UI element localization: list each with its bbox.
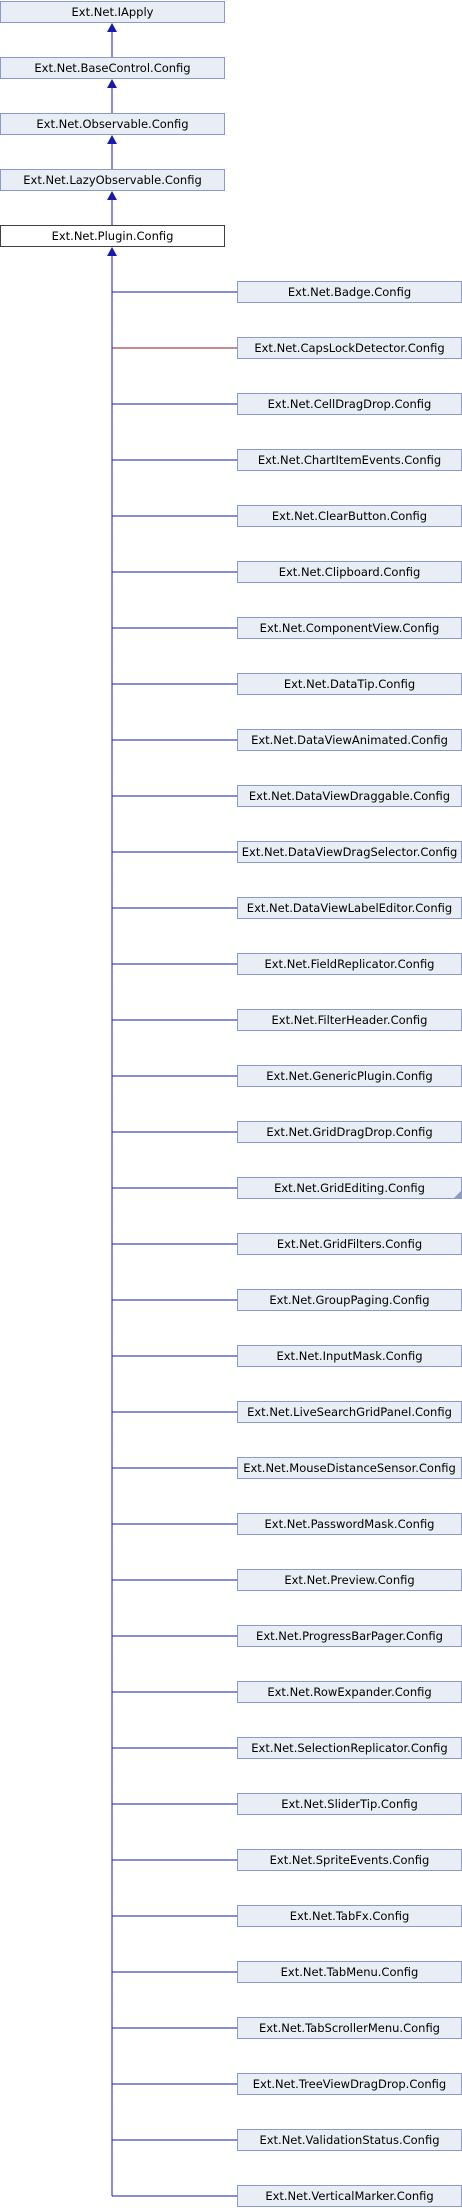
child-node-chart-item-events-config[interactable]: Ext.Net.ChartItemEvents.Config	[237, 449, 462, 471]
node-label: Ext.Net.RowExpander.Config	[267, 1685, 432, 1699]
node-label: Ext.Net.PasswordMask.Config	[264, 1517, 435, 1531]
child-node-data-tip-config[interactable]: Ext.Net.DataTip.Config	[237, 673, 462, 695]
node-label: Ext.Net.ChartItemEvents.Config	[257, 453, 442, 467]
ancestor-node-observable-config[interactable]: Ext.Net.Observable.Config	[0, 113, 225, 135]
child-node-preview-config[interactable]: Ext.Net.Preview.Config	[237, 1569, 462, 1591]
node-label: Ext.Net.DataViewDragSelector.Config	[241, 845, 458, 859]
node-label: Ext.Net.GenericPlugin.Config	[266, 1069, 433, 1083]
child-node-grid-filters-config[interactable]: Ext.Net.GridFilters.Config	[237, 1233, 462, 1255]
child-node-field-replicator-config[interactable]: Ext.Net.FieldReplicator.Config	[237, 953, 462, 975]
child-node-generic-plugin-config[interactable]: Ext.Net.GenericPlugin.Config	[237, 1065, 462, 1087]
node-label: Ext.Net.MouseDistanceSensor.Config	[243, 1461, 456, 1475]
node-label: Ext.Net.SelectionReplicator.Config	[251, 1741, 448, 1755]
child-node-data-view-draggable-config[interactable]: Ext.Net.DataViewDraggable.Config	[237, 785, 462, 807]
child-node-caps-lock-detector-config[interactable]: Ext.Net.CapsLockDetector.Config	[237, 337, 462, 359]
child-node-filter-header-config[interactable]: Ext.Net.FilterHeader.Config	[237, 1009, 462, 1031]
node-label: Ext.Net.TabScrollerMenu.Config	[258, 2021, 440, 2035]
child-node-tab-menu-config[interactable]: Ext.Net.TabMenu.Config	[237, 1961, 462, 1983]
child-node-row-expander-config[interactable]: Ext.Net.RowExpander.Config	[237, 1681, 462, 1703]
node-label: Ext.Net.TabMenu.Config	[280, 1965, 419, 1979]
node-label: Ext.Net.ComponentView.Config	[259, 621, 440, 635]
inheritance-arrowhead-0	[107, 23, 117, 32]
inheritance-arrowhead-1	[107, 79, 117, 88]
node-label: Ext.Net.InputMask.Config	[276, 1349, 423, 1363]
node-label: Ext.Net.DataViewAnimated.Config	[251, 733, 448, 747]
child-node-grid-drag-drop-config[interactable]: Ext.Net.GridDragDrop.Config	[237, 1121, 462, 1143]
node-label: Ext.Net.ProgressBarPager.Config	[256, 1629, 443, 1643]
child-node-clear-button-config[interactable]: Ext.Net.ClearButton.Config	[237, 505, 462, 527]
child-node-sprite-events-config[interactable]: Ext.Net.SpriteEvents.Config	[237, 1849, 462, 1871]
child-node-password-mask-config[interactable]: Ext.Net.PasswordMask.Config	[237, 1513, 462, 1535]
child-node-tab-fx-config[interactable]: Ext.Net.TabFx.Config	[237, 1905, 462, 1927]
node-label: Ext.Net.ClearButton.Config	[271, 509, 428, 523]
child-trunk-arrowhead	[107, 247, 117, 256]
child-node-badge-config[interactable]: Ext.Net.Badge.Config	[237, 281, 462, 303]
current-class-node: Ext.Net.Plugin.Config	[0, 225, 225, 247]
child-node-validation-status-config[interactable]: Ext.Net.ValidationStatus.Config	[237, 2129, 462, 2151]
node-label: Ext.Net.Plugin.Config	[51, 229, 174, 243]
node-label: Ext.Net.GridDragDrop.Config	[266, 1125, 433, 1139]
folded-corner-icon	[454, 1191, 461, 1198]
node-label: Ext.Net.DataTip.Config	[283, 677, 416, 691]
inheritance-arrowhead-3	[107, 191, 117, 200]
node-label: Ext.Net.FilterHeader.Config	[271, 1013, 428, 1027]
child-node-cell-drag-drop-config[interactable]: Ext.Net.CellDragDrop.Config	[237, 393, 462, 415]
node-label: Ext.Net.BaseControl.Config	[34, 61, 191, 75]
node-label: Ext.Net.GroupPaging.Config	[269, 1293, 430, 1307]
node-label: Ext.Net.GridFilters.Config	[276, 1237, 423, 1251]
child-node-grid-editing-config[interactable]: Ext.Net.GridEditing.Config	[237, 1177, 462, 1199]
node-label: Ext.Net.Clipboard.Config	[278, 565, 421, 579]
child-node-data-view-label-editor-config[interactable]: Ext.Net.DataViewLabelEditor.Config	[237, 897, 462, 919]
node-label: Ext.Net.CapsLockDetector.Config	[254, 341, 445, 355]
node-label: Ext.Net.TabFx.Config	[289, 1909, 410, 1923]
node-label: Ext.Net.Observable.Config	[36, 117, 189, 131]
node-label: Ext.Net.LazyObservable.Config	[23, 173, 202, 187]
inheritance-arrowhead-2	[107, 135, 117, 144]
ancestor-node-lazy-observable-config[interactable]: Ext.Net.LazyObservable.Config	[0, 169, 225, 191]
child-node-data-view-drag-selector-config[interactable]: Ext.Net.DataViewDragSelector.Config	[237, 841, 462, 863]
node-label: Ext.Net.VerticalMarker.Config	[265, 2189, 434, 2203]
child-node-tab-scroller-menu-config[interactable]: Ext.Net.TabScrollerMenu.Config	[237, 2017, 462, 2039]
ancestor-node-base-control-config[interactable]: Ext.Net.BaseControl.Config	[0, 57, 225, 79]
node-label: Ext.Net.ValidationStatus.Config	[259, 2133, 440, 2147]
child-node-clipboard-config[interactable]: Ext.Net.Clipboard.Config	[237, 561, 462, 583]
node-label: Ext.Net.GridEditing.Config	[274, 1181, 425, 1195]
node-label: Ext.Net.Preview.Config	[284, 1573, 415, 1587]
child-node-component-view-config[interactable]: Ext.Net.ComponentView.Config	[237, 617, 462, 639]
child-node-mouse-distance-sensor-config[interactable]: Ext.Net.MouseDistanceSensor.Config	[237, 1457, 462, 1479]
node-label: Ext.Net.SliderTip.Config	[281, 1797, 418, 1811]
child-node-group-paging-config[interactable]: Ext.Net.GroupPaging.Config	[237, 1289, 462, 1311]
child-node-selection-replicator-config[interactable]: Ext.Net.SelectionReplicator.Config	[237, 1737, 462, 1759]
node-label: Ext.Net.SpriteEvents.Config	[269, 1853, 430, 1867]
node-label: Ext.Net.FieldReplicator.Config	[264, 957, 435, 971]
ancestor-node-iapply[interactable]: Ext.Net.IApply	[0, 1, 225, 23]
node-label: Ext.Net.DataViewDraggable.Config	[248, 789, 451, 803]
child-node-vertical-marker-config[interactable]: Ext.Net.VerticalMarker.Config	[237, 2185, 462, 2207]
child-node-tree-view-drag-drop-config[interactable]: Ext.Net.TreeViewDragDrop.Config	[237, 2073, 462, 2095]
child-node-input-mask-config[interactable]: Ext.Net.InputMask.Config	[237, 1345, 462, 1367]
child-node-slider-tip-config[interactable]: Ext.Net.SliderTip.Config	[237, 1793, 462, 1815]
node-label: Ext.Net.CellDragDrop.Config	[267, 397, 432, 411]
node-label: Ext.Net.LiveSearchGridPanel.Config	[247, 1405, 452, 1419]
node-label: Ext.Net.TreeViewDragDrop.Config	[252, 2077, 447, 2091]
node-label: Ext.Net.IApply	[71, 5, 154, 19]
node-label: Ext.Net.DataViewLabelEditor.Config	[246, 901, 453, 915]
node-label: Ext.Net.Badge.Config	[287, 285, 412, 299]
child-node-live-search-grid-panel-config[interactable]: Ext.Net.LiveSearchGridPanel.Config	[237, 1401, 462, 1423]
child-node-data-view-animated-config[interactable]: Ext.Net.DataViewAnimated.Config	[237, 729, 462, 751]
child-node-progress-bar-pager-config[interactable]: Ext.Net.ProgressBarPager.Config	[237, 1625, 462, 1647]
